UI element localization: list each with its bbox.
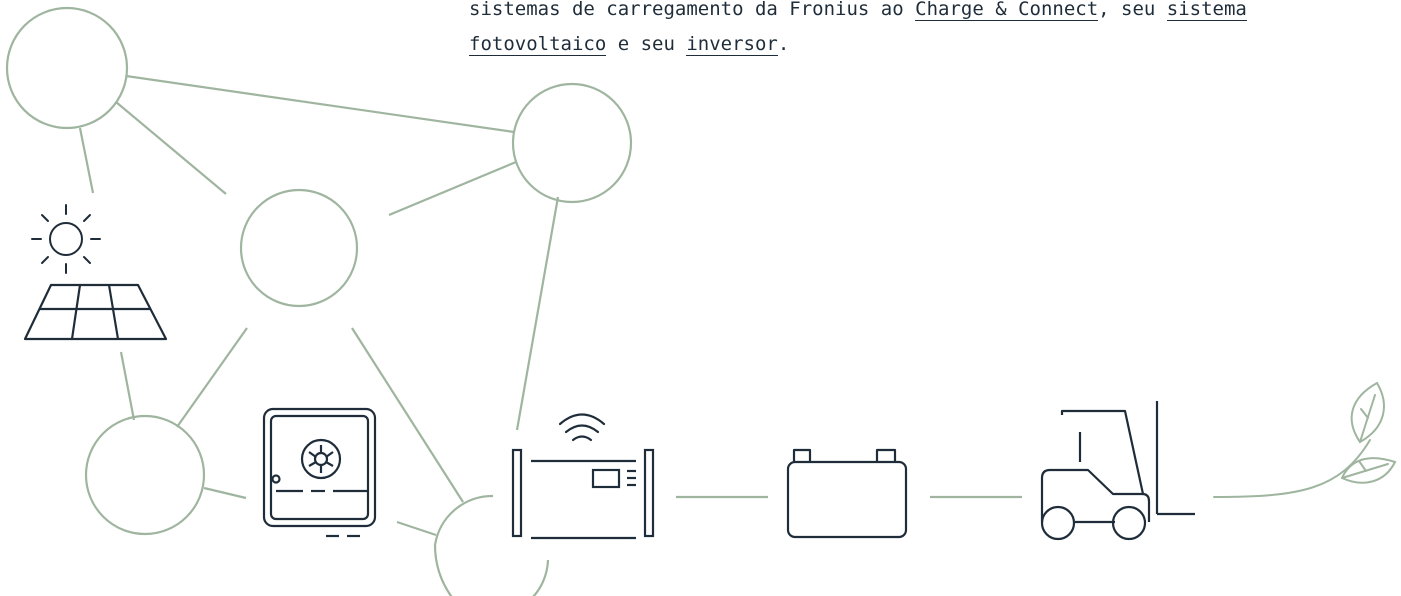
network-node-partial <box>433 494 550 596</box>
caption-text: sistemas de carregamento da Fronius ao C… <box>469 0 1369 62</box>
network-node <box>5 6 129 130</box>
sun-icon <box>31 204 101 274</box>
forklift-icon <box>1040 401 1195 541</box>
charger-icon <box>511 448 655 540</box>
caption-text-segment: , seu <box>1098 0 1167 20</box>
network-node <box>84 414 206 536</box>
sistema-link[interactable]: sistema <box>1166 0 1247 21</box>
fotovoltaico-link[interactable]: fotovoltaico <box>469 33 607 56</box>
inverter-icon <box>262 407 377 538</box>
charge-connect-link[interactable]: Charge & Connect <box>915 0 1099 21</box>
network-nodes <box>5 6 633 596</box>
network-connectors <box>78 74 1022 537</box>
caption-text-segment: sistemas de carregamento da Fronius ao <box>469 0 916 20</box>
caption-text-segment: . <box>777 33 790 55</box>
network-node <box>511 82 633 204</box>
caption-text-segment: e seu <box>606 33 687 55</box>
battery-icon <box>786 448 908 539</box>
wifi-icon <box>558 413 606 442</box>
network-node <box>239 188 359 308</box>
inversor-link[interactable]: inversor <box>686 33 778 56</box>
solar-panel-icon <box>23 283 168 341</box>
leaf-icon <box>1213 381 1397 498</box>
